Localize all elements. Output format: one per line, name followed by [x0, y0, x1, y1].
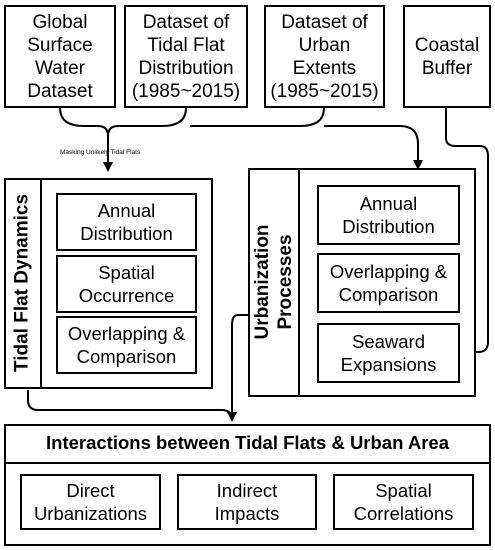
interactions-title: Interactions between Tidal Flats & Urban…: [46, 432, 449, 453]
urban-overlapping-comparison: Overlapping & Comparison: [317, 253, 460, 313]
item-label: Annual Distribution: [80, 200, 173, 244]
tidal-flat-divider: [40, 179, 42, 388]
direct-urbanizations: Direct Urbanizations: [20, 474, 161, 530]
source-label: Dataset of Urban Extents (1985~2015): [270, 11, 379, 102]
tidal-overlapping-comparison: Overlapping & Comparison: [56, 316, 197, 374]
arrow-sources-to-tidal-flat: [59, 107, 113, 172]
masking-label: Masking Unlikely Tidal Flats: [60, 149, 141, 156]
arrow-into-interactions: [227, 314, 248, 422]
source-label: Global Surface Water Dataset: [27, 11, 93, 102]
tidal-annual-distribution: Annual Distribution: [56, 193, 197, 251]
source-label: Coastal Buffer: [414, 34, 480, 79]
item-label: Overlapping & Comparison: [67, 323, 186, 367]
source-coastal-buffer: Coastal Buffer: [403, 5, 491, 108]
urbanization-processes-title: Urbanization Processes: [252, 224, 296, 340]
tidal-spatial-occurrence: Spatial Occurrence: [56, 255, 197, 313]
tidal-flat-dynamics-title: Tidal Flat Dynamics: [11, 193, 33, 373]
item-label: Indirect Impacts: [214, 480, 280, 524]
item-label: Spatial Correlations: [353, 480, 454, 524]
source-urban-extents: Dataset of Urban Extents (1985~2015): [264, 5, 385, 108]
urban-annual-distribution: Annual Distribution: [317, 185, 460, 245]
source-tidal-flat-distribution: Dataset of Tidal Flat Distribution (1985…: [124, 5, 248, 108]
item-label: Annual Distribution: [342, 193, 435, 237]
item-label: Spatial Occurrence: [78, 262, 175, 306]
item-label: Overlapping & Comparison: [329, 261, 448, 305]
urban-seaward-expansions: Seaward Expansions: [317, 323, 460, 383]
arrow-urban-to-urbanization: [324, 125, 423, 170]
item-label: Seaward Expansions: [340, 331, 437, 375]
urbanization-divider: [298, 169, 300, 396]
spatial-correlations: Spatial Correlations: [333, 474, 474, 530]
item-label: Direct Urbanizations: [33, 480, 148, 524]
source-label: Dataset of Tidal Flat Distribution (1985…: [131, 11, 241, 102]
indirect-impacts: Indirect Impacts: [177, 474, 317, 530]
interactions-divider: [5, 462, 490, 464]
source-global-surface-water: Global Surface Water Dataset: [4, 5, 116, 108]
